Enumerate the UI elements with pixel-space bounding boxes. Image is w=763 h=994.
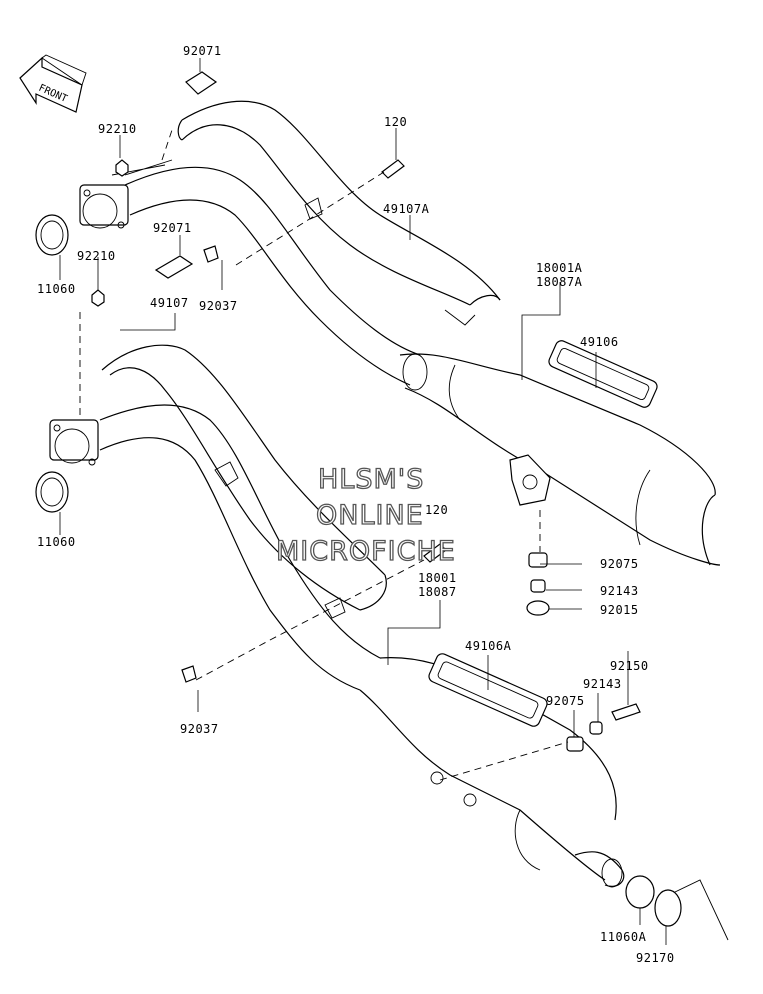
- label-92037-top: 92037: [199, 299, 238, 313]
- label-92071-top: 92071: [183, 44, 222, 58]
- label-120-mid: 120: [425, 503, 448, 517]
- label-92075-top: 92075: [600, 557, 639, 571]
- watermark-line-1: HLSM'S: [318, 464, 424, 495]
- label-49107A: 49107A: [383, 202, 430, 216]
- watermark: HLSM'S ONLINE MICROFICHE: [275, 463, 456, 567]
- label-120-top: 120: [384, 115, 407, 129]
- label-92143-top: 92143: [600, 584, 639, 598]
- label-49106A: 49106A: [465, 639, 512, 653]
- label-18001A: 18001A: [536, 261, 583, 275]
- label-49106: 49106: [580, 335, 619, 349]
- leader-lines: [59, 58, 667, 945]
- label-92150: 92150: [610, 659, 649, 673]
- label-18001: 18001: [418, 571, 457, 585]
- front-arrow-icon: FRONT: [19, 54, 87, 113]
- label-92170: 92170: [636, 951, 675, 965]
- watermark-line-3: MICROFICHE: [276, 536, 456, 567]
- label-92071-mid: 92071: [153, 221, 192, 235]
- label-92210-top: 92210: [98, 122, 137, 136]
- label-49107: 49107: [150, 296, 189, 310]
- upper-exhaust-pipe: [79, 100, 721, 566]
- label-11060A: 11060A: [600, 930, 647, 944]
- label-92037-bot: 92037: [180, 722, 219, 736]
- watermark-line-2: ONLINE: [316, 500, 424, 531]
- lower-exhaust-pipe: [49, 344, 625, 888]
- label-11060-top: 11060: [37, 282, 76, 296]
- label-18087A: 18087A: [536, 275, 583, 289]
- label-18087: 18087: [418, 585, 457, 599]
- small-parts: [35, 71, 729, 941]
- label-11060-mid: 11060: [37, 535, 76, 549]
- label-92143-bot: 92143: [583, 677, 622, 691]
- label-92210-mid: 92210: [77, 249, 116, 263]
- label-92015: 92015: [600, 603, 639, 617]
- part-labels: 92071 92210 120 49107A 92071 92210 11060…: [37, 44, 675, 965]
- label-92075-bot: 92075: [546, 694, 585, 708]
